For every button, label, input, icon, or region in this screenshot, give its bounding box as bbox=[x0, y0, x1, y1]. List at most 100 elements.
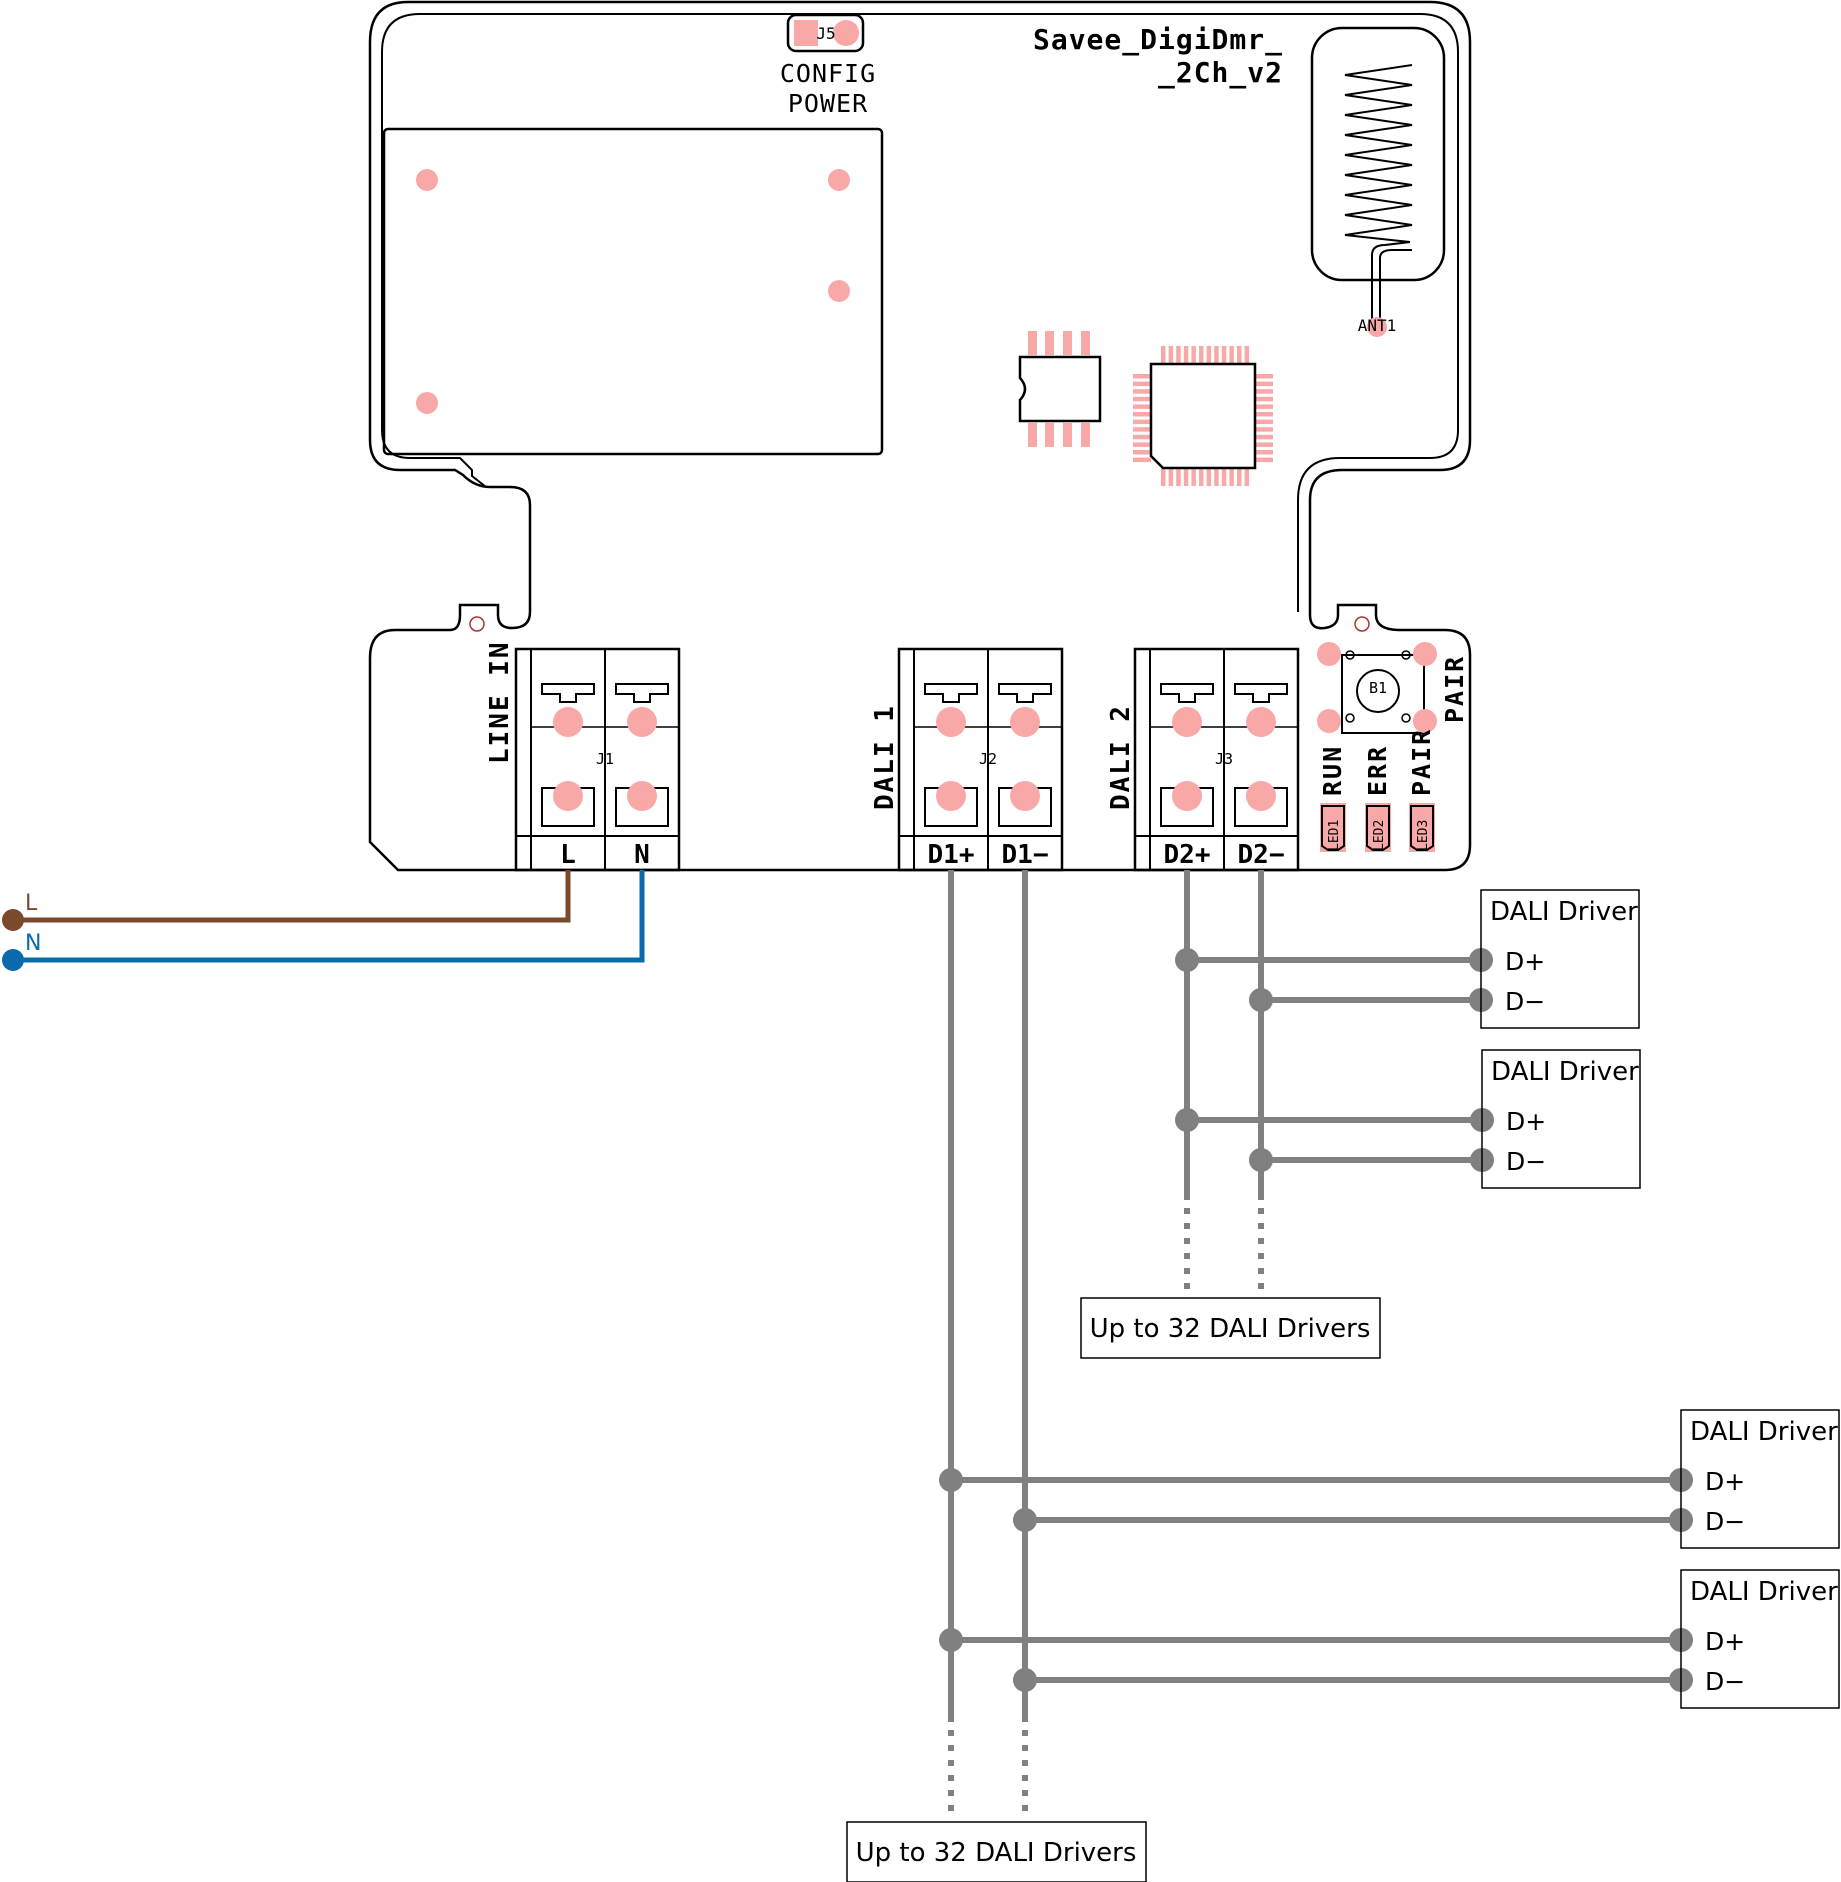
qfp-pad bbox=[1244, 468, 1250, 486]
qfp-pad bbox=[1191, 468, 1196, 486]
qfp-pad bbox=[1221, 346, 1227, 364]
qfp-pad bbox=[1133, 389, 1151, 394]
terminal-j2-pin-plus: D1+ bbox=[928, 840, 975, 870]
qfp-pad bbox=[1244, 346, 1250, 364]
driver-minus-label: D− bbox=[1506, 1147, 1546, 1176]
mounting-hole bbox=[1354, 616, 1370, 632]
qfp-pad bbox=[1176, 346, 1181, 364]
terminal-pad bbox=[1172, 707, 1202, 737]
config-label: CONFIG bbox=[780, 59, 876, 88]
terminal-j2-title: DALI 1 bbox=[870, 704, 900, 810]
led bbox=[1320, 803, 1346, 852]
terminal-outline bbox=[897, 647, 1064, 872]
led-label-err: ERR bbox=[1363, 745, 1392, 796]
soic8-chip bbox=[1018, 331, 1102, 447]
terminal-wire-slot bbox=[615, 787, 669, 827]
terminal-j3-ref: J3 bbox=[1215, 750, 1233, 768]
bus-junction-dot bbox=[1249, 1148, 1273, 1172]
bus-junction-dot bbox=[1175, 1108, 1199, 1132]
led bbox=[1365, 803, 1391, 852]
led-pad bbox=[1320, 803, 1346, 852]
terminal-pad bbox=[627, 707, 657, 737]
terminal-outline bbox=[514, 647, 681, 872]
terminal-pad bbox=[936, 707, 966, 737]
terminal-pad bbox=[1010, 707, 1040, 737]
qfp-pad bbox=[1183, 468, 1189, 486]
antenna-pad bbox=[1367, 317, 1387, 337]
driver-plus-label: D+ bbox=[1506, 1107, 1546, 1136]
driver-plus-label: D+ bbox=[1505, 947, 1545, 976]
terminal-wire-slot bbox=[1160, 787, 1214, 827]
pair-button bbox=[1317, 642, 1437, 734]
qfp-pad bbox=[1255, 381, 1273, 387]
qfp-pad bbox=[1133, 419, 1151, 425]
relay-pad bbox=[828, 169, 850, 191]
terminal-outline bbox=[1133, 647, 1300, 872]
qfp-pad bbox=[1237, 468, 1242, 486]
terminal-screw-clamp bbox=[541, 683, 595, 703]
relay-outline bbox=[382, 127, 884, 456]
bus-junction-dot bbox=[1175, 948, 1199, 972]
terminal-pad bbox=[1246, 707, 1276, 737]
dali-driver-box bbox=[1481, 1049, 1641, 1189]
qfp-pad bbox=[1255, 450, 1273, 455]
led-outline bbox=[1366, 805, 1390, 851]
qfp-pad bbox=[1237, 346, 1242, 364]
driver-plus-label: D+ bbox=[1705, 1467, 1745, 1496]
terminal-wire-slot bbox=[1234, 787, 1288, 827]
bus-junction-dot bbox=[939, 1468, 963, 1492]
terminal-pad bbox=[936, 781, 966, 811]
qfp-pad bbox=[1206, 468, 1212, 486]
bus2-capacity-box bbox=[1080, 1297, 1381, 1359]
driver-title: DALI Driver bbox=[1690, 1577, 1838, 1607]
antenna-label: ANT1 bbox=[1358, 316, 1397, 335]
qfp-pad bbox=[1176, 468, 1181, 486]
bus1-capacity-box bbox=[846, 1821, 1147, 1882]
qfp-chip bbox=[1133, 346, 1273, 486]
bus1-capacity-note: Up to 32 DALI Drivers bbox=[856, 1838, 1137, 1868]
terminal-j3-pin-plus: D2+ bbox=[1164, 840, 1211, 870]
qfp-pad bbox=[1191, 346, 1196, 364]
qfp-pad bbox=[1229, 346, 1234, 364]
terminal-j3-title: DALI 2 bbox=[1106, 704, 1136, 810]
live-label: L bbox=[25, 891, 38, 916]
led-pad bbox=[1365, 803, 1391, 852]
terminal-pad bbox=[1246, 781, 1276, 811]
qfp-pad bbox=[1214, 346, 1219, 364]
terminal-j1-pin-l: L bbox=[560, 840, 576, 870]
terminal-j1-pin-n: N bbox=[634, 840, 650, 870]
driver-title: DALI Driver bbox=[1690, 1417, 1838, 1447]
terminal-wire-slot bbox=[924, 787, 978, 827]
bus-junction-dot bbox=[1249, 988, 1273, 1012]
bus-junction-dot bbox=[939, 1628, 963, 1652]
terminal-screw-clamp bbox=[615, 683, 669, 703]
qfp-pad bbox=[1255, 396, 1273, 402]
bus-junction-dot bbox=[1013, 1508, 1037, 1532]
terminal-pad bbox=[553, 781, 583, 811]
qfp-pad bbox=[1206, 346, 1212, 364]
qfp-pad bbox=[1229, 468, 1234, 486]
dali-driver-box bbox=[1680, 1569, 1840, 1709]
qfp-pad bbox=[1168, 468, 1174, 486]
qfp-pad bbox=[1183, 346, 1189, 364]
terminal-pad bbox=[1172, 781, 1202, 811]
led-outline bbox=[1321, 805, 1345, 851]
terminal-j2-pin-minus: D1− bbox=[1002, 840, 1049, 870]
qfp-pad bbox=[1199, 346, 1204, 364]
board-name-line1: Savee_DigiDmr_ bbox=[1033, 23, 1283, 56]
terminal-pad bbox=[553, 707, 583, 737]
driver-minus-label: D− bbox=[1705, 1667, 1745, 1696]
driver-title: DALI Driver bbox=[1491, 1057, 1639, 1087]
pcb-outline bbox=[368, 0, 1472, 872]
terminal-screw-clamp bbox=[1234, 683, 1288, 703]
terminal-j1-title: LINE IN bbox=[485, 640, 515, 764]
relay-pad bbox=[416, 392, 438, 414]
neutral-label: N bbox=[25, 931, 41, 956]
led-label-run: RUN bbox=[1318, 745, 1347, 796]
qfp-pad bbox=[1214, 468, 1219, 486]
terminal-block-j3 bbox=[1133, 647, 1300, 872]
led-ref: LED2 bbox=[1372, 820, 1387, 851]
bus2-capacity-note: Up to 32 DALI Drivers bbox=[1090, 1314, 1371, 1344]
qfp-pad bbox=[1255, 434, 1273, 440]
